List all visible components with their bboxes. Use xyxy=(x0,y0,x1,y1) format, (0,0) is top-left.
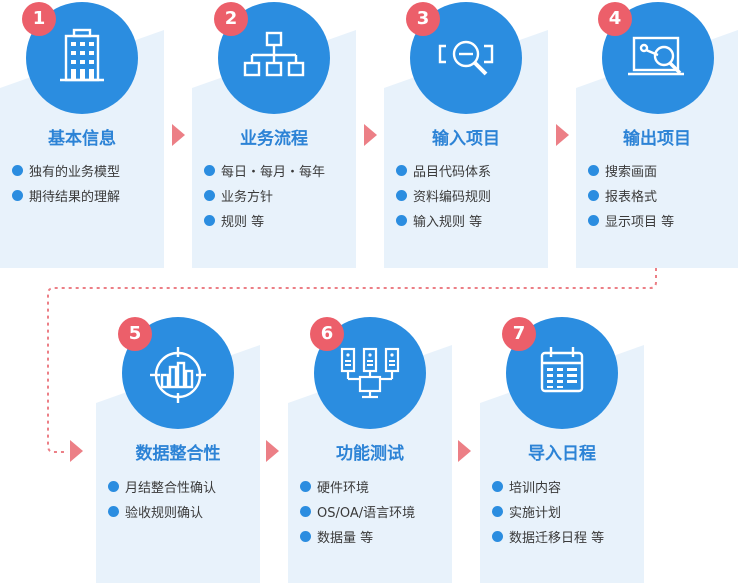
step-title: 功能测试 xyxy=(336,444,404,464)
bullet-dot-icon xyxy=(588,215,599,226)
arrow-step-5-6 xyxy=(266,440,279,462)
bullet-dot-icon xyxy=(204,215,215,226)
bullet-dot-icon xyxy=(204,190,215,201)
list-item: OS/OA/语言环境 xyxy=(300,499,415,524)
bullet-dot-icon xyxy=(108,481,119,492)
arrow-step-2-3 xyxy=(364,124,377,146)
step-title: 基本信息 xyxy=(48,129,116,149)
list-item: 搜索画面 xyxy=(588,158,674,183)
bullet-dot-icon xyxy=(396,215,407,226)
step-item-list: 硬件环境 OS/OA/语言环境 数据量 等 xyxy=(300,474,415,549)
bullet-dot-icon xyxy=(108,506,119,517)
step-title: 导入日程 xyxy=(528,444,596,464)
bullet-dot-icon xyxy=(396,165,407,176)
list-item: 数据迁移日程 等 xyxy=(492,524,604,549)
step-title: 输入项目 xyxy=(432,129,500,149)
step-number-badge: 7 xyxy=(502,317,536,351)
bullet-dot-icon xyxy=(204,165,215,176)
list-item: 业务方针 xyxy=(204,183,325,208)
bullet-dot-icon xyxy=(12,190,23,201)
step-number-badge: 6 xyxy=(310,317,344,351)
list-item: 期待结果的理解 xyxy=(12,183,120,208)
office-building-icon xyxy=(60,28,104,82)
list-item: 规则 等 xyxy=(204,208,325,233)
bullet-dot-icon xyxy=(492,481,503,492)
list-item: 显示项目 等 xyxy=(588,208,674,233)
list-item: 验收规则确认 xyxy=(108,499,216,524)
list-item: 培训内容 xyxy=(492,474,604,499)
bullet-dot-icon xyxy=(588,190,599,201)
step-item-list: 品目代码体系 资料编码规则 输入规则 等 xyxy=(396,158,491,233)
step-number-badge: 5 xyxy=(118,317,152,351)
bullet-dot-icon xyxy=(300,531,311,542)
bullet-dot-icon xyxy=(492,506,503,517)
list-item: 每日・每月・每年 xyxy=(204,158,325,183)
target-crosshair-icon xyxy=(150,347,206,403)
step-number-badge: 3 xyxy=(406,2,440,36)
flowchart-icon xyxy=(243,31,305,77)
list-item: 品目代码体系 xyxy=(396,158,491,183)
step-number-badge: 2 xyxy=(214,2,248,36)
step-number-badge: 4 xyxy=(598,2,632,36)
servers-network-icon xyxy=(340,347,400,399)
calendar-icon xyxy=(540,347,584,393)
arrow-to-step-5 xyxy=(70,440,83,462)
list-item: 月结整合性确认 xyxy=(108,474,216,499)
step-number-badge: 1 xyxy=(22,2,56,36)
step-title: 业务流程 xyxy=(240,129,308,149)
bullet-dot-icon xyxy=(492,531,503,542)
arrow-step-3-4 xyxy=(556,124,569,146)
step-item-list: 每日・每月・每年 业务方针 规则 等 xyxy=(204,158,325,233)
arrow-step-1-2 xyxy=(172,124,185,146)
arrow-step-6-7 xyxy=(458,440,471,462)
list-item: 数据量 等 xyxy=(300,524,415,549)
bullet-dot-icon xyxy=(300,481,311,492)
bullet-dot-icon xyxy=(396,190,407,201)
search-input-icon xyxy=(438,40,494,76)
list-item: 报表格式 xyxy=(588,183,674,208)
step-item-list: 独有的业务模型 期待结果的理解 xyxy=(12,158,120,208)
list-item: 硬件环境 xyxy=(300,474,415,499)
list-item: 独有的业务模型 xyxy=(12,158,120,183)
bullet-dot-icon xyxy=(12,165,23,176)
bullet-dot-icon xyxy=(300,506,311,517)
step-title: 输出项目 xyxy=(623,129,691,149)
step-item-list: 培训内容 实施计划 数据迁移日程 等 xyxy=(492,474,604,549)
list-item: 资料编码规则 xyxy=(396,183,491,208)
step-item-list: 搜索画面 报表格式 显示项目 等 xyxy=(588,158,674,233)
bullet-dot-icon xyxy=(588,165,599,176)
step-title: 数据整合性 xyxy=(135,444,221,464)
laptop-search-icon xyxy=(628,36,684,76)
list-item: 实施计划 xyxy=(492,499,604,524)
list-item: 输入规则 等 xyxy=(396,208,491,233)
step-item-list: 月结整合性确认 验收规则确认 xyxy=(108,474,216,524)
